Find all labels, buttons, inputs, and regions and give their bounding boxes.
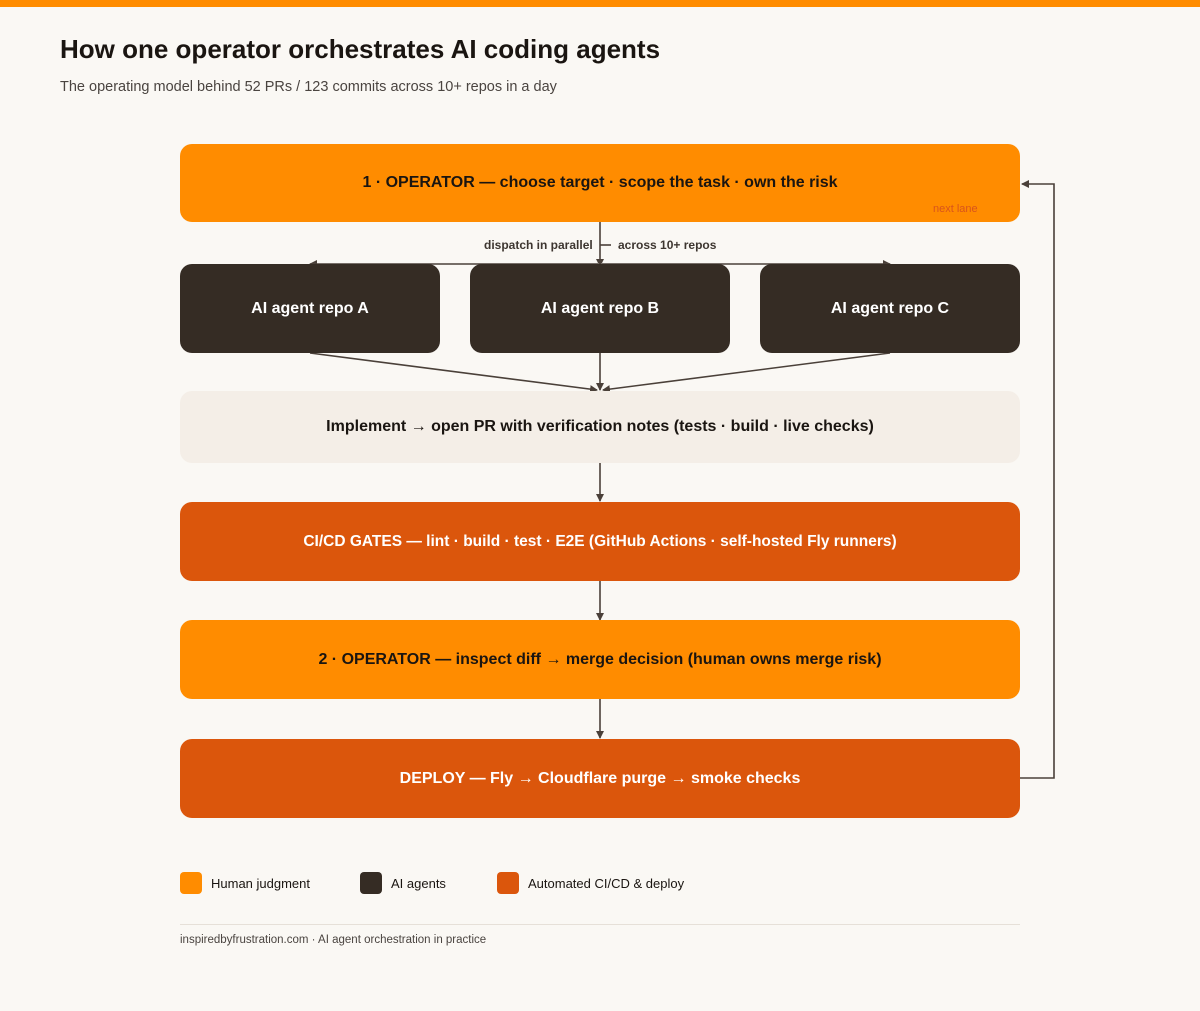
legend-swatch-automation [497, 872, 519, 894]
top-accent-bar [0, 0, 1200, 7]
converge-c [602, 352, 891, 394]
cicd-gates-step: CI/CD GATES — lint · build · test · E2E … [180, 502, 1020, 581]
page-title: How one operator orchestrates AI coding … [60, 34, 661, 64]
agent-box-b: AI agent repo B [470, 264, 730, 353]
legend-label-human: Human judgment [211, 875, 310, 891]
footer-credit: inspiredbyfrustration.com · AI agent orc… [180, 934, 487, 946]
operator-step-1: 1 · OPERATOR — choose target · scope the… [180, 144, 1020, 222]
implement-step: Implement → open PR with verification no… [180, 391, 1020, 463]
loop-label: next lane [933, 203, 978, 215]
page-subtitle: The operating model behind 52 PRs / 123 … [60, 79, 557, 95]
loop-back-arrow [1018, 180, 1055, 779]
agent-box-c: AI agent repo C [760, 264, 1020, 353]
legend-swatch-human [180, 872, 202, 894]
converge-a [309, 352, 598, 394]
deploy-step: DEPLOY — Fly → Cloudflare purge → smoke … [180, 739, 1020, 818]
dispatch-label-right: across 10+ repos [618, 238, 717, 252]
operator-step-2: 2 · OPERATOR — inspect diff → merge deci… [180, 620, 1020, 699]
footer-divider [180, 924, 1020, 925]
dispatch-label-left: dispatch in parallel [484, 238, 593, 252]
legend-label-agents: AI agents [391, 875, 446, 891]
legend-automation: Automated CI/CD & deploy [497, 872, 684, 894]
legend-human: Human judgment [180, 872, 310, 894]
legend-agents: AI agents [360, 872, 446, 894]
legend-swatch-agents [360, 872, 382, 894]
legend-label-automation: Automated CI/CD & deploy [528, 875, 685, 891]
agent-box-a: AI agent repo A [180, 264, 440, 353]
